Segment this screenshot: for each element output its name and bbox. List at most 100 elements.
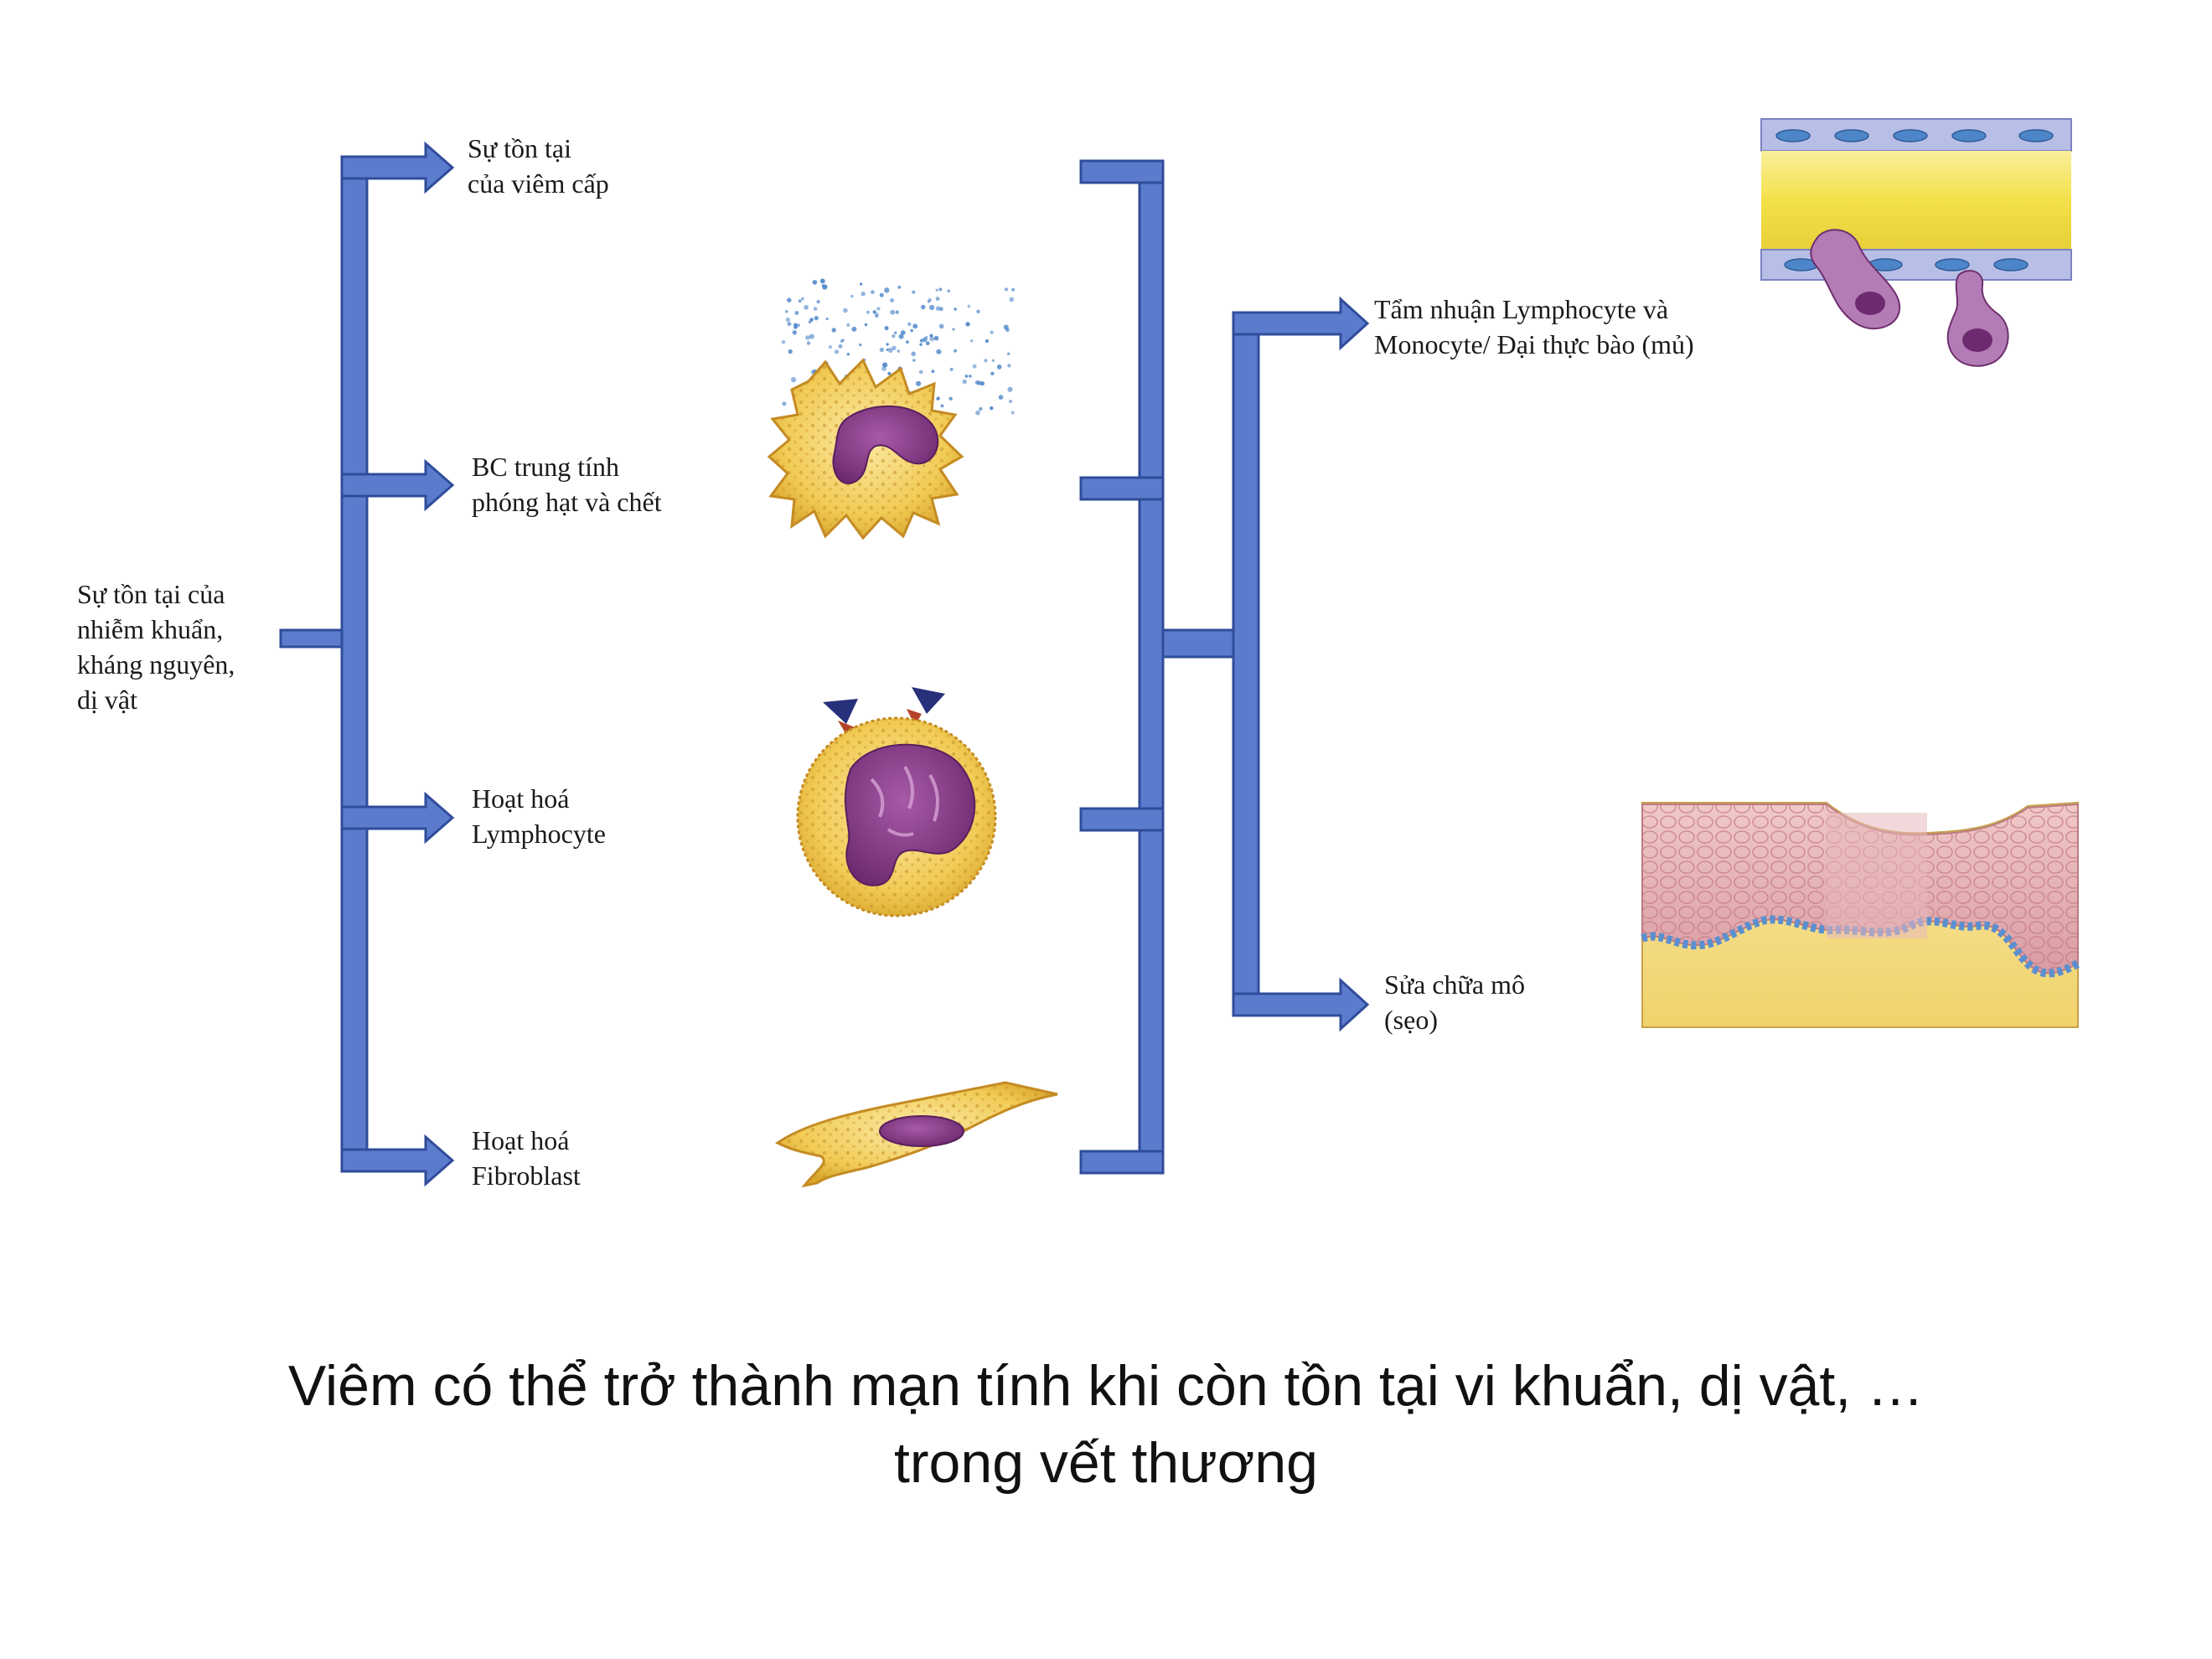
granule-dot [911,351,916,357]
granule-dot [964,375,969,378]
receptor-right [907,709,922,726]
granule-dot [990,371,995,375]
granule-dot [781,339,786,344]
granule-dot [866,310,870,314]
granule-dot [809,333,814,339]
granule-dot [787,322,792,327]
degranulating-neutrophil-icon [767,278,1015,540]
granule-dot [977,380,982,385]
granule-dot [887,371,892,375]
granule-dot [850,294,854,298]
granule-dot [954,308,957,311]
granule-dot [910,328,913,333]
granule-dot [886,348,889,351]
granule-dot [871,290,875,294]
granule-dot [1009,297,1015,302]
vessel-lumen [1761,151,2071,250]
granule-dot [926,341,930,346]
granule-dot [834,349,840,354]
right-bracket-arrows [1079,159,1370,1175]
neutrophil-nucleus [832,405,939,484]
granule-dot [890,309,896,315]
left-bracket-arrows [279,141,455,1187]
granule-dot [814,316,819,321]
arrow-to-outcome-2 [1232,977,1370,1032]
granule-dot [879,292,884,297]
granule-dot [892,333,896,339]
granule-dot [895,310,899,314]
granule-dot [793,323,798,327]
granule-dot [996,364,1002,370]
arrow-to-outcome-1 [1232,296,1370,351]
granule-dot [952,328,955,331]
source-label: Sự tồn tại của nhiễm khuẩn, kháng nguyên… [77,579,241,715]
granule-dot [938,323,944,329]
bracket-tick-3 [1079,807,1165,832]
fibroblast-icon [775,1081,1058,1188]
granule-dot [892,345,897,350]
granule-dot [912,359,916,362]
granule-dot [916,380,922,386]
granule-dot [970,339,974,343]
granule-dot [984,359,988,363]
granule-dot [804,304,809,310]
granule-dot [787,297,792,302]
blood-vessel-monocyte-icon [1760,118,2072,367]
granule-dot [846,323,850,327]
arrow-to-branch-4 [340,1134,455,1187]
arrow-to-branch-1 [340,141,455,194]
granule-dot [886,343,889,346]
monocyte-2-nucleus [1962,328,1992,352]
granule-dot [792,330,797,335]
caption-line-2: trong vết thương [894,1431,1318,1495]
granule-dot [782,401,787,406]
granule-dot [912,323,918,329]
outcome-label-repair: Sửa chữa mô (sẹo) [1384,969,1532,1035]
merge-connector [1161,628,1238,659]
outcome-bracket-vertical [1232,311,1260,1017]
granule-dot [859,343,862,347]
caption-line-1: Viêm có thể trở thành mạn tính khi còn t… [287,1354,1925,1418]
granule-dot [897,285,902,289]
granule-dot [785,317,791,323]
granule-dot [976,309,980,313]
granule-dot [907,322,912,327]
granule-dot [861,292,866,297]
arrow-to-branch-3 [340,791,455,845]
granule-dot [812,280,818,285]
granule-dot [898,333,904,339]
granule-dot [874,313,879,318]
granule-dot [879,347,885,353]
granule-dot [972,364,977,369]
granule-dot [998,395,1004,400]
fibroblast-nucleus [879,1115,964,1147]
granule-dot [938,287,943,292]
granule-dot [925,335,928,339]
granule-dot [881,366,886,371]
caption: Viêm có thể trở thành mạn tính khi còn t… [0,1347,2212,1501]
granule-dot [967,304,971,308]
granule-dot [821,283,824,287]
source-connector [279,628,347,649]
granule-dot [884,326,889,331]
granule-dot [805,335,810,340]
granule-dot [929,336,935,342]
granule-dot [935,297,940,301]
granule-dot [933,335,939,341]
granule-dot [785,310,788,313]
granule-dot [927,300,931,303]
granule-dot [806,341,811,345]
granule-dot [843,308,848,313]
granule-dot [936,397,939,401]
scar-tissue-icon [1641,801,2080,1028]
monocyte-1-nucleus [1855,292,1885,315]
granule-dot [894,331,897,334]
granule-dot [912,290,916,294]
branch-label-acute-inflammation: Sự tồn tại của viêm cấp [468,133,609,199]
granule-dot [935,306,941,311]
granule-dot [900,330,906,335]
branch-label-fibroblast: Hoạt hoá Fibroblast [472,1125,581,1191]
granule-dot [851,326,857,332]
granule-dot [919,343,923,346]
